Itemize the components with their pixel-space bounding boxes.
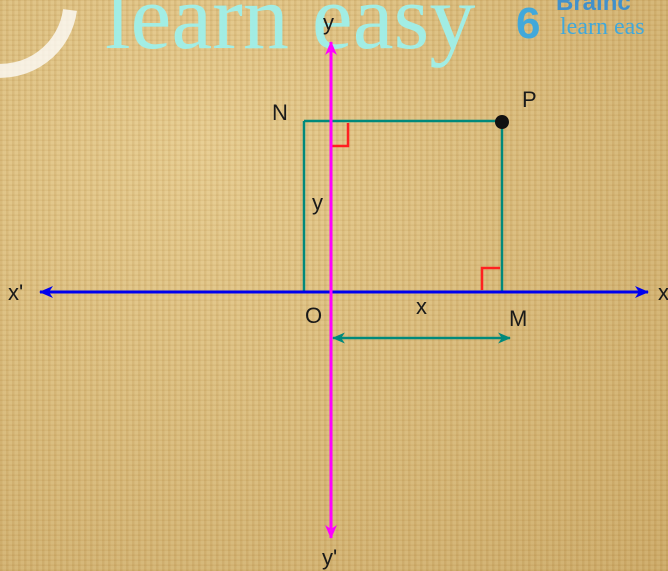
label-y-top: y [323,10,334,35]
label-y-bottom: y' [322,545,337,570]
label-x-distance: x [416,294,427,319]
right-angle-marker-m [480,266,500,290]
label-point-p: P [522,87,537,112]
label-x-right: x [658,280,668,305]
label-point-n: N [272,100,288,125]
watermark: learn easy 6 Brainc learn eas [0,0,645,78]
watermark-brand-text: Brainc [556,0,631,16]
watermark-main-text: learn easy [105,0,475,68]
rectangle-onmp [302,119,504,292]
right-angle-marker-n [332,123,350,148]
watermark-brand-sub: learn eas [560,14,645,40]
watermark-logo-mark: 6 [516,0,540,48]
label-origin: O [305,303,322,328]
label-y-distance: y [312,190,323,215]
watermark-logo-ring [0,8,77,78]
label-point-m: M [509,306,527,331]
label-x-left: x' [8,280,23,305]
point-p-dot [495,115,509,129]
